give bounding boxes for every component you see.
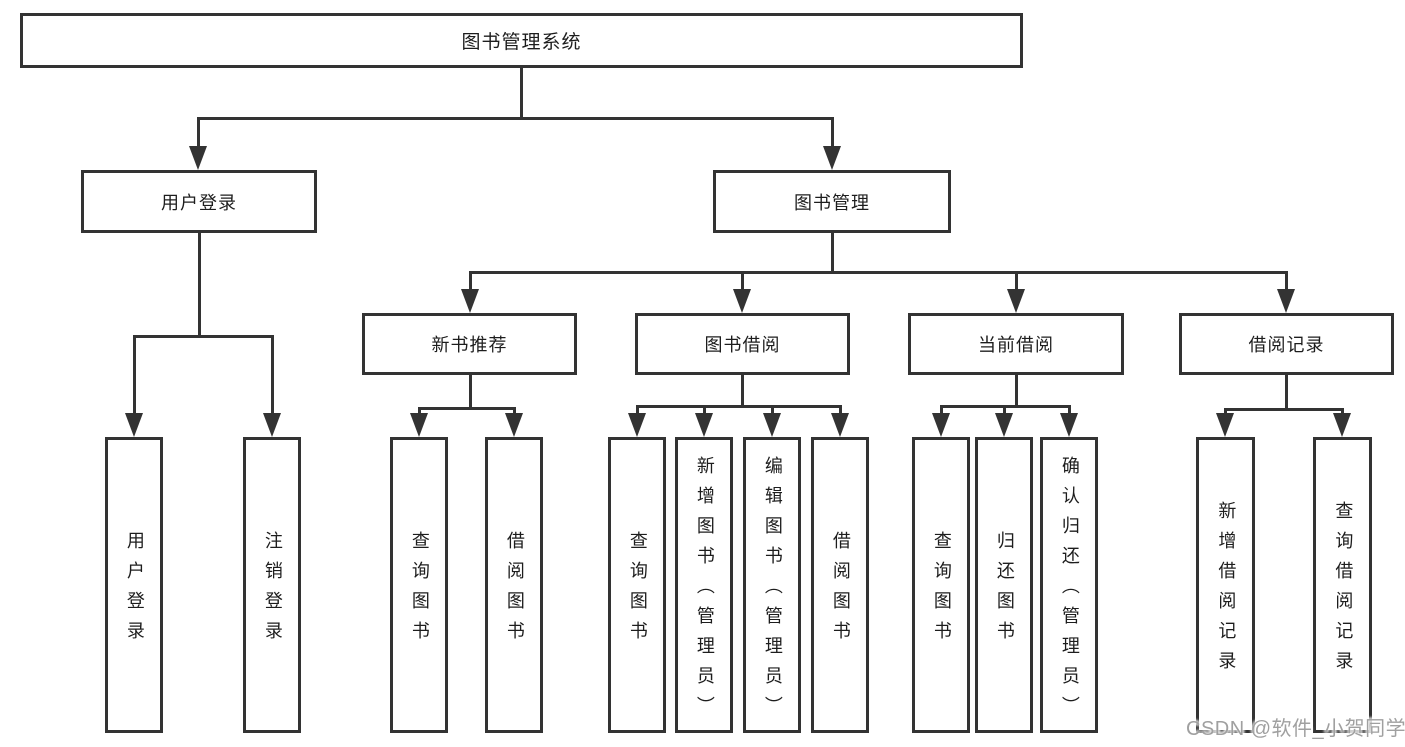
node-root: 图书管理系统 <box>20 13 1023 68</box>
arrow-to-borrow-books-2 <box>831 413 849 437</box>
leaf-return-books-label: 归还图书 <box>994 531 1015 651</box>
connector-stem-leaf-logout <box>271 335 274 418</box>
arrow-to-new-book-recommend <box>461 289 479 313</box>
leaf-query-books-1: 查询图书 <box>390 437 448 733</box>
connector-stem-query-books-2 <box>636 405 639 418</box>
leaf-borrow-books-1-label: 借阅图书 <box>504 531 525 651</box>
leaf-borrow-books-1: 借阅图书 <box>485 437 543 733</box>
connector-stem-confirm-return <box>1068 405 1071 418</box>
node-user-login: 用户登录 <box>81 170 317 233</box>
arrow-to-query-books-3 <box>932 413 950 437</box>
connector-stem-leaf-user-login <box>133 335 136 418</box>
leaf-user-login-label: 用户登录 <box>124 531 145 651</box>
leaf-confirm-return-admin-label: 确认归还（管理员） <box>1059 456 1080 726</box>
leaf-query-books-2-label: 查询图书 <box>627 531 648 651</box>
leaf-query-borrow-record-label: 查询借阅记录 <box>1333 501 1354 681</box>
connector-user-login-drop <box>198 233 201 335</box>
leaf-borrow-books-2: 借阅图书 <box>811 437 869 733</box>
leaf-confirm-return-admin: 确认归还（管理员） <box>1040 437 1098 733</box>
connector-stem-add-book <box>703 405 706 418</box>
connector-root-drop <box>520 68 523 117</box>
connector-user-login-bar <box>133 335 274 338</box>
arrow-to-leaf-user-login <box>125 413 143 437</box>
node-book-borrow: 图书借阅 <box>635 313 850 375</box>
node-current-borrow: 当前借阅 <box>908 313 1124 375</box>
node-borrow-records-label: 借阅记录 <box>1248 335 1325 355</box>
node-book-management: 图书管理 <box>713 170 951 233</box>
connector-stem-borrow-records <box>1285 271 1288 291</box>
connector-stem-book-borrow <box>741 271 744 291</box>
connector-stem-current-borrow <box>1015 271 1018 291</box>
arrow-to-current-borrow <box>1007 289 1025 313</box>
node-borrow-records: 借阅记录 <box>1179 313 1394 375</box>
connector-stem-query-books-3 <box>940 405 943 418</box>
arrow-to-query-books-1 <box>410 413 428 437</box>
connector-stem-return-books <box>1003 405 1006 418</box>
leaf-query-books-3: 查询图书 <box>912 437 970 733</box>
node-new-book-recommend: 新书推荐 <box>362 313 577 375</box>
leaf-add-book-admin: 新增图书（管理员） <box>675 437 733 733</box>
node-book-management-label: 图书管理 <box>794 192 870 213</box>
arrow-to-user-login <box>189 146 207 170</box>
node-current-borrow-label: 当前借阅 <box>978 335 1054 355</box>
arrow-to-return-books <box>995 413 1013 437</box>
arrow-to-borrow-records <box>1277 289 1295 313</box>
arrow-to-add-book <box>695 413 713 437</box>
leaf-logout: 注销登录 <box>243 437 301 733</box>
leaf-add-borrow-record: 新增借阅记录 <box>1196 437 1255 733</box>
connector-stem-user-login <box>197 117 200 148</box>
leaf-query-books-2: 查询图书 <box>608 437 666 733</box>
node-new-book-recommend-label: 新书推荐 <box>431 335 508 355</box>
arrow-to-borrow-books-1 <box>505 413 523 437</box>
connector-stem-edit-book <box>771 405 774 418</box>
arrow-to-add-borrow-record <box>1216 413 1234 437</box>
connector-new-book-drop <box>469 375 472 407</box>
leaf-edit-book-admin: 编辑图书（管理员） <box>743 437 801 733</box>
leaf-query-books-3-label: 查询图书 <box>931 531 952 651</box>
csdn-watermark: CSDN @软件_小贺同学 <box>1186 718 1405 740</box>
leaf-query-borrow-record: 查询借阅记录 <box>1313 437 1372 733</box>
arrow-to-book-borrow <box>733 289 751 313</box>
connector-stem-borrow-books-1 <box>513 407 516 418</box>
node-book-borrow-label: 图书借阅 <box>704 335 781 355</box>
connector-current-borrow-drop <box>1015 375 1018 405</box>
connector-new-book-bar <box>418 407 516 410</box>
leaf-user-login: 用户登录 <box>105 437 163 733</box>
arrow-to-confirm-return <box>1060 413 1078 437</box>
arrow-to-edit-book <box>763 413 781 437</box>
connector-stem-query-books-1 <box>418 407 421 418</box>
leaf-borrow-books-2-label: 借阅图书 <box>830 531 851 651</box>
leaf-return-books: 归还图书 <box>975 437 1033 733</box>
leaf-add-borrow-record-label: 新增借阅记录 <box>1216 501 1237 681</box>
connector-book-management-drop <box>831 233 834 271</box>
leaf-logout-label: 注销登录 <box>262 531 283 651</box>
connector-stem-borrow-books-2 <box>839 405 842 418</box>
connector-book-borrow-drop <box>741 375 744 405</box>
node-user-login-label: 用户登录 <box>161 192 237 213</box>
arrow-to-query-books-2 <box>628 413 646 437</box>
connector-stem-book-management <box>831 117 834 148</box>
arrow-to-leaf-logout <box>263 413 281 437</box>
connector-level1-bar <box>197 117 834 120</box>
connector-level3-bar <box>469 271 1288 274</box>
node-root-label: 图书管理系统 <box>461 32 582 53</box>
arrow-to-query-borrow-record <box>1333 413 1351 437</box>
connector-borrow-records-bar <box>1224 408 1344 411</box>
connector-borrow-records-drop <box>1285 375 1288 408</box>
leaf-query-books-1-label: 查询图书 <box>409 531 430 651</box>
leaf-add-book-admin-label: 新增图书（管理员） <box>694 456 715 726</box>
arrow-to-book-management <box>823 146 841 170</box>
connector-stem-new-book-recommend <box>469 271 472 291</box>
connector-book-borrow-bar <box>636 405 842 408</box>
leaf-edit-book-admin-label: 编辑图书（管理员） <box>762 456 783 726</box>
